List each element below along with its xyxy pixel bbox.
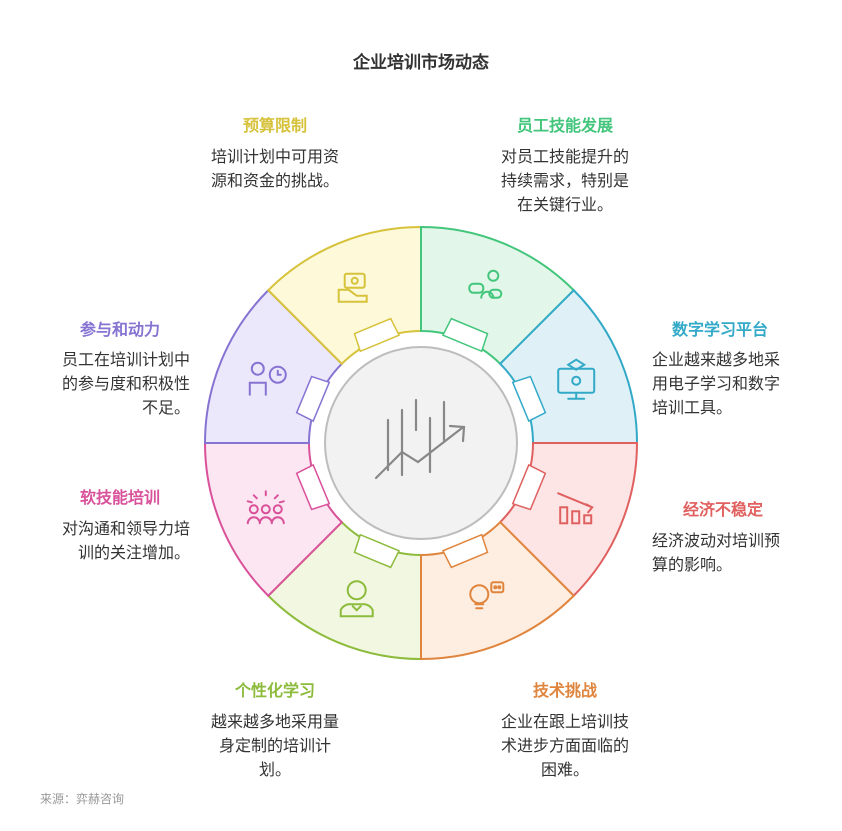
people-pills-icon: [468, 269, 503, 299]
label-economy: 经济不稳定: [683, 500, 764, 519]
label-digital: 数字学习平台: [672, 320, 769, 339]
money-hand-icon: [337, 272, 368, 303]
desc-soft: 对沟通和领导力培 训的关注增加。: [61, 519, 190, 562]
desc-tech: 企业在跟上培训技 术进步方面面临的 困难。: [500, 712, 629, 779]
sector-tab-economy: [511, 463, 547, 511]
desc-budget: 培训计划中可用资 源和资金的挑战。: [210, 147, 339, 190]
learner-person-icon: [339, 580, 374, 618]
desc-personal: 越来越多地采用量 身定制的培训计 划。: [210, 712, 339, 779]
sector-tab-digital: [511, 375, 547, 423]
sector-tab-engagement: [295, 375, 331, 423]
label-budget: 预算限制: [242, 116, 307, 135]
label-tech: 技术挑战: [532, 681, 597, 700]
sector-tab-personal: [353, 533, 401, 569]
growth-chart-icon: [374, 398, 466, 480]
sector-tab-budget: [353, 317, 401, 353]
center-circle: [324, 346, 518, 540]
label-engagement: 参与和动力: [79, 320, 160, 339]
page-title: 企业培训市场动态: [353, 53, 489, 73]
desc-engagement: 员工在培训计划中 的参与度和积极性 不足。: [61, 350, 190, 417]
source-note: 来源：弈赫咨询: [40, 792, 125, 806]
elearning-monitor-icon: [557, 358, 596, 400]
label-soft: 软技能培训: [79, 488, 160, 507]
desc-skills: 对员工技能提升的 持续需求，特别是 在关键行业。: [500, 147, 629, 214]
label-personal: 个性化学习: [234, 681, 315, 700]
desc-digital: 企业越来越多地采 用电子学习和数字 培训工具。: [652, 350, 781, 417]
label-skills: 员工技能发展: [516, 116, 613, 135]
sector-tab-skills: [441, 317, 489, 353]
declining-chart-icon: [557, 492, 594, 525]
team-celebration-icon: [246, 490, 285, 525]
person-clock-icon: [248, 361, 287, 396]
bulb-robot-icon: [469, 581, 505, 610]
sector-tab-soft: [295, 463, 331, 511]
sector-tab-tech: [441, 533, 489, 569]
desc-economy: 经济波动对培训预 算的影响。: [652, 531, 781, 574]
